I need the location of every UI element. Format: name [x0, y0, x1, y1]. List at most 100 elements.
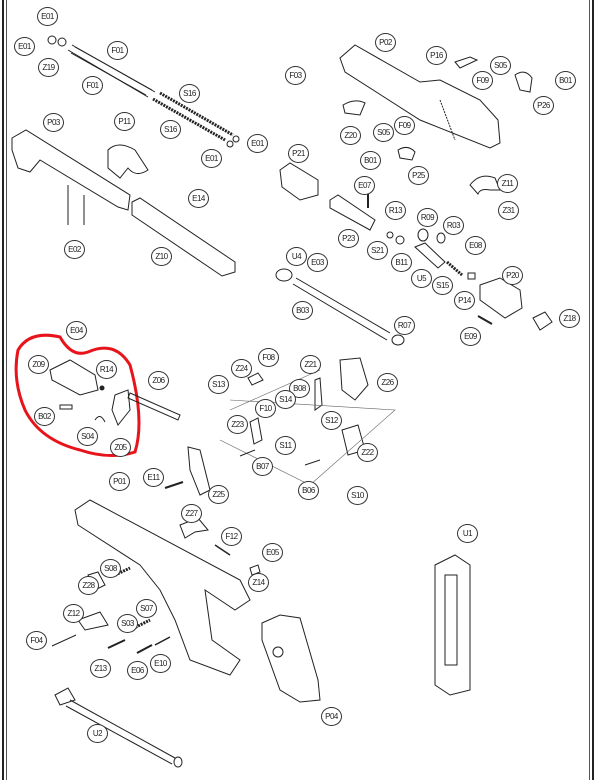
- callout-s15: S15: [432, 276, 453, 295]
- callout-z28: Z28: [78, 576, 99, 595]
- callout-s07: S07: [136, 599, 157, 618]
- callout-z05: Z05: [110, 438, 131, 457]
- callout-e01: E01: [37, 7, 58, 26]
- nozzle-part: [329, 194, 376, 231]
- callout-r09: R09: [417, 208, 438, 227]
- inner-frame-part: [131, 197, 236, 277]
- callout-u2: U2: [87, 724, 108, 743]
- callout-e01: E01: [14, 37, 35, 56]
- hammer-part: [339, 357, 369, 401]
- callout-p14: P14: [454, 291, 475, 310]
- highlight-outline: [14, 333, 141, 457]
- frame-border-left: [2, 0, 4, 780]
- outer-barrel-part: [11, 129, 131, 211]
- sear-part: [247, 372, 264, 386]
- frame-border-right-inner: [589, 0, 590, 780]
- lower-frame-part: [74, 499, 251, 676]
- callout-z13: Z13: [90, 659, 111, 678]
- callout-f12: F12: [221, 527, 242, 546]
- callout-p25: P25: [408, 166, 429, 185]
- callout-s10: S10: [347, 486, 368, 505]
- callout-s13: S13: [208, 375, 229, 394]
- callout-z22: Z22: [357, 443, 378, 462]
- callout-s16: S16: [160, 120, 181, 139]
- callout-s16: S16: [179, 84, 200, 103]
- callout-b03: B03: [292, 301, 313, 320]
- callout-b01: B01: [360, 151, 381, 170]
- callout-e06: E06: [127, 661, 148, 680]
- callout-z18: Z18: [559, 309, 580, 328]
- callout-f03: F03: [285, 66, 306, 85]
- sleeve-part: [107, 144, 149, 179]
- nozzle-cover-part: [342, 100, 366, 116]
- callout-z19: Z19: [38, 58, 59, 77]
- callout-e04: E04: [66, 321, 87, 340]
- callout-s11: S11: [275, 436, 296, 455]
- guide-rods: [67, 44, 156, 98]
- callout-b11: B11: [391, 253, 412, 272]
- callout-u4: U4: [286, 247, 307, 266]
- callout-s21: S21: [367, 241, 388, 260]
- callout-f10: F10: [255, 399, 276, 418]
- callout-p23: P23: [338, 229, 359, 248]
- callout-r03: R03: [443, 216, 464, 235]
- callout-e01: E01: [247, 134, 268, 153]
- callout-b07: B07: [252, 457, 273, 476]
- callout-p04: P04: [321, 707, 342, 726]
- callout-e05: E05: [262, 543, 283, 562]
- callout-e07: E07: [354, 176, 375, 195]
- callout-s05: S05: [373, 123, 394, 142]
- callout-e11: E11: [143, 468, 164, 487]
- callout-s04: S04: [77, 427, 98, 446]
- recoil-springs: [152, 91, 234, 142]
- callout-u5: U5: [411, 269, 432, 288]
- callout-e10: E10: [150, 654, 171, 673]
- callout-s14: S14: [275, 390, 296, 409]
- callout-e03: E03: [307, 253, 328, 272]
- callout-z09: Z09: [28, 355, 49, 374]
- lever-part: [397, 146, 416, 161]
- callout-b02: B02: [34, 407, 55, 426]
- callout-z31: Z31: [498, 201, 519, 220]
- callout-p20: P20: [502, 266, 523, 285]
- callout-s12: S12: [321, 411, 342, 430]
- callout-p16: P16: [426, 46, 447, 65]
- spring-caps: [47, 35, 240, 148]
- callout-s08: S08: [100, 559, 121, 578]
- clip-part: [469, 175, 501, 195]
- rod-part: [54, 687, 76, 706]
- callout-u1: U1: [457, 524, 478, 543]
- callout-e08: E08: [465, 236, 486, 255]
- callout-s05: S05: [490, 56, 511, 75]
- callout-r14: R14: [96, 360, 117, 379]
- frame-border-left-inner: [6, 0, 7, 780]
- callout-f01: F01: [82, 76, 103, 95]
- callout-z27: Z27: [181, 504, 202, 523]
- callout-s03: S03: [117, 614, 138, 633]
- nozzle-housing-part: [279, 162, 319, 201]
- callout-z10: Z10: [151, 247, 172, 266]
- callout-p26: P26: [533, 96, 554, 115]
- callout-f09: F09: [394, 116, 415, 135]
- valve-part: [414, 242, 446, 269]
- callout-f09: F09: [472, 71, 493, 90]
- callout-z24: Z24: [231, 359, 252, 378]
- rear-sight-part: [454, 56, 479, 69]
- callout-z11: Z11: [497, 174, 518, 193]
- callout-b01: B01: [555, 71, 576, 90]
- callout-z26: Z26: [377, 373, 398, 392]
- callout-z12: Z12: [63, 604, 84, 623]
- callout-r07: R07: [394, 316, 415, 335]
- callout-p11: P11: [114, 112, 135, 131]
- callout-f01: F01: [107, 41, 128, 60]
- grip-panel-part: [261, 614, 321, 703]
- callout-p21: P21: [288, 144, 309, 163]
- callout-e01: E01: [201, 149, 222, 168]
- barrel-bushing-part: [275, 268, 293, 282]
- callout-z25: Z25: [208, 485, 229, 504]
- bolt-carrier-part: [479, 277, 523, 319]
- callout-z21: Z21: [300, 355, 321, 374]
- callout-z23: Z23: [227, 415, 248, 434]
- frame-border-right: [592, 0, 594, 780]
